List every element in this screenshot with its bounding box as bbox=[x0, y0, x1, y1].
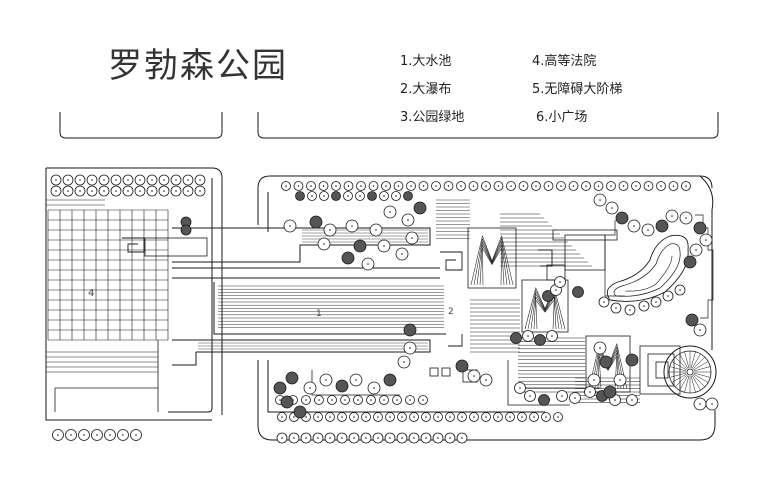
spiral-symbols bbox=[122, 237, 553, 347]
page-title: 罗勃森公园 bbox=[108, 46, 288, 86]
legend-item-5: 5.无障碍大阶梯 bbox=[532, 82, 623, 97]
terrace-steps bbox=[436, 199, 714, 403]
park-block bbox=[257, 175, 716, 441]
court-block bbox=[45, 167, 223, 421]
title-bracket bbox=[59, 112, 223, 139]
water-lines bbox=[198, 229, 444, 350]
legend-item-1: 1.大水池 bbox=[400, 54, 452, 69]
court-lines bbox=[46, 199, 208, 412]
area-label-1: 1 bbox=[316, 309, 322, 319]
legend-bracket bbox=[257, 112, 719, 139]
legend-item-6: 6.小广场 bbox=[536, 110, 588, 125]
court-grid bbox=[47, 209, 169, 341]
legend-item-4: 4.高等法院 bbox=[532, 54, 597, 69]
area-label-4: 4 bbox=[88, 288, 94, 299]
small-plaza bbox=[639, 345, 717, 399]
legend-item-2: 2.大瀑布 bbox=[400, 82, 452, 97]
pond bbox=[546, 229, 689, 302]
tree-canopy bbox=[50, 174, 719, 444]
legend-item-3: 3.公园绿地 bbox=[400, 110, 465, 125]
water-basin bbox=[172, 227, 446, 366]
area-label-2: 2 bbox=[448, 307, 454, 317]
